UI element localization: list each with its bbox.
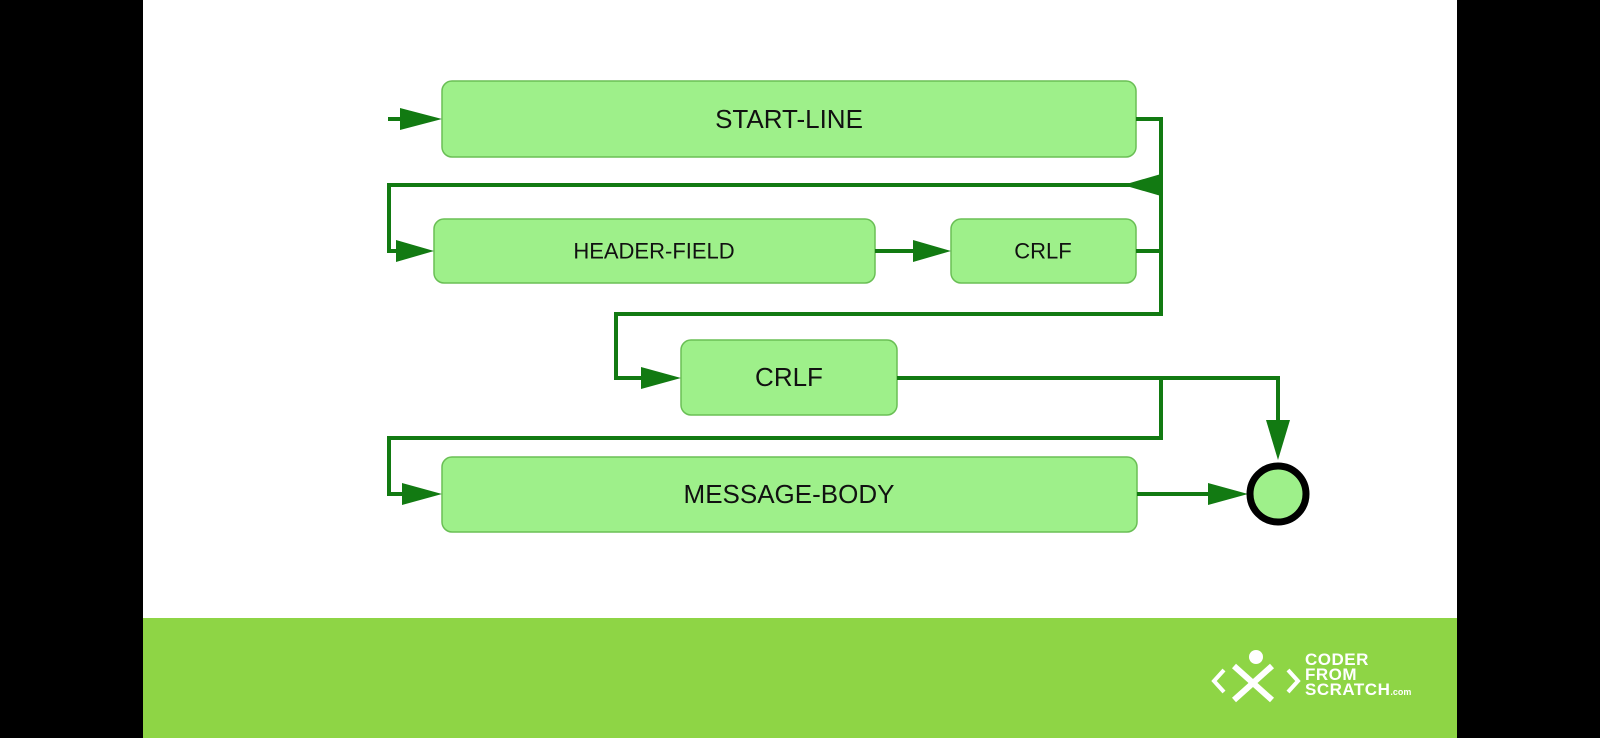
slide: START-LINE HEADER-FIELD CRLF CRLF MESSAG…: [143, 0, 1457, 738]
crlf-header-node: CRLF: [950, 218, 1137, 284]
crlf-header-label: CRLF: [1014, 239, 1071, 264]
crlf-separator-label: CRLF: [755, 362, 823, 392]
header-field-arrowhead: [396, 240, 434, 262]
start-line-node: START-LINE: [441, 80, 1137, 158]
logo-line-3: SCRATCH: [1305, 680, 1391, 699]
http-message-diagram: START-LINE HEADER-FIELD CRLF CRLF MESSAG…: [387, 80, 1310, 533]
crlf-separator-node: CRLF: [680, 339, 898, 416]
coder-from-scratch-logo: CODER FROM SCRATCH.com: [1210, 648, 1440, 712]
message-body-arrowhead: [402, 483, 442, 505]
start-to-crlf-connector: [614, 117, 1163, 380]
end-node: [1246, 462, 1310, 526]
header-loop-arrowhead: [1123, 174, 1161, 196]
message-body-label: MESSAGE-BODY: [684, 479, 895, 509]
start-line-label: START-LINE: [715, 104, 863, 134]
logo-line-1: CODER: [1305, 650, 1369, 669]
message-body-node: MESSAGE-BODY: [441, 456, 1138, 533]
entry-arrowhead: [400, 108, 442, 130]
logo-wordmark: CODER FROM SCRATCH.com: [1305, 650, 1412, 700]
logo-line-2: FROM: [1305, 665, 1358, 684]
header-loop-connector: [387, 183, 1161, 253]
header-field-node: HEADER-FIELD: [433, 218, 876, 284]
end-arrowhead-top: [1266, 420, 1290, 460]
crlf-separator-arrowhead: [641, 367, 681, 389]
header-to-crlf-arrowhead: [913, 240, 951, 262]
end-arrowhead-left: [1208, 483, 1248, 505]
footer-bar: [143, 618, 1457, 738]
crlf-to-body-connector: [387, 378, 1163, 496]
logo-icon: [1211, 650, 1301, 703]
logo-suffix: .com: [1390, 687, 1412, 697]
header-field-label: HEADER-FIELD: [573, 239, 734, 264]
crlf-to-end-connector: [897, 376, 1280, 420]
